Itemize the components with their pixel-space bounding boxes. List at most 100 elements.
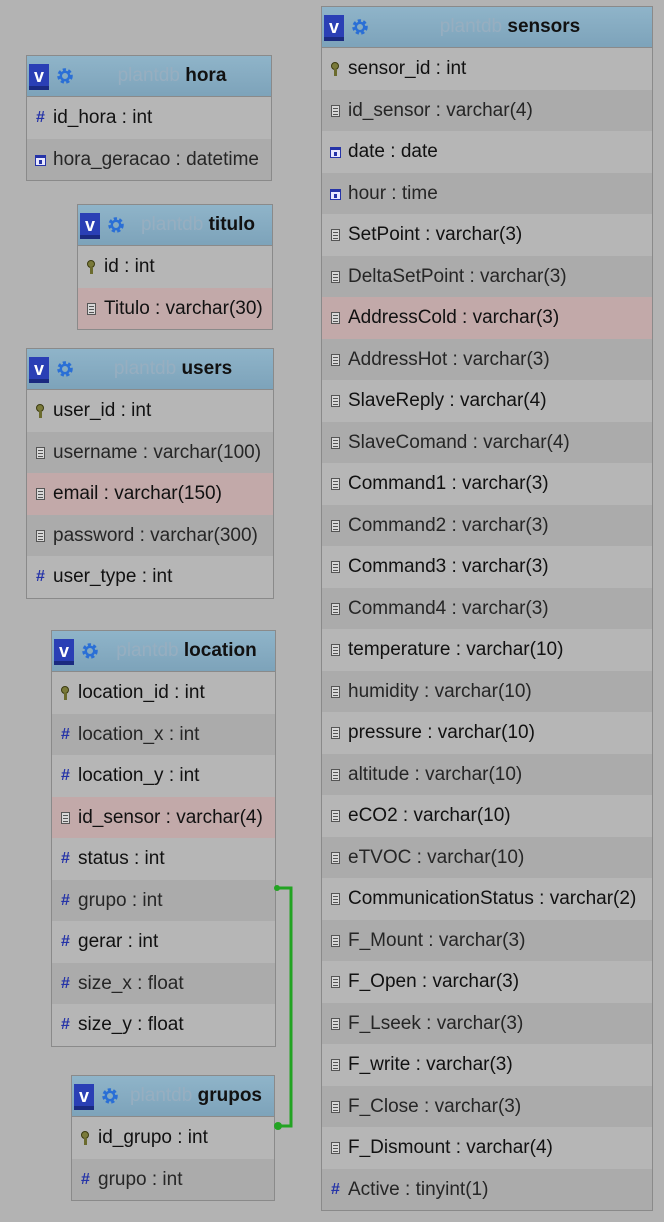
- column-row[interactable]: SlaveReply : varchar(4): [322, 380, 652, 422]
- column-row[interactable]: id_sensor : varchar(4): [52, 796, 275, 838]
- column-row[interactable]: date : date: [322, 131, 652, 173]
- column-row[interactable]: Command2 : varchar(3): [322, 504, 652, 546]
- column-row[interactable]: #gerar : int: [52, 921, 275, 963]
- column-row[interactable]: F_Open : varchar(3): [322, 961, 652, 1003]
- column-row[interactable]: CommunicationStatus : varchar(2): [322, 878, 652, 920]
- column-row[interactable]: pressure : varchar(10): [322, 712, 652, 754]
- gear-icon[interactable]: [55, 359, 75, 379]
- column-row[interactable]: id_sensor : varchar(4): [322, 89, 652, 131]
- database-name: plantdb: [140, 214, 204, 235]
- text-icon: [329, 519, 342, 533]
- text-icon: [329, 311, 342, 325]
- column-row[interactable]: #size_x : float: [52, 962, 275, 1004]
- column-row[interactable]: hora_geracao : datetime: [27, 138, 271, 180]
- text-icon: [329, 809, 342, 823]
- column-row[interactable]: F_Mount : varchar(3): [322, 919, 652, 961]
- column-label: gerar : int: [78, 931, 159, 952]
- column-row[interactable]: Command1 : varchar(3): [322, 463, 652, 505]
- column-row[interactable]: SetPoint : varchar(3): [322, 214, 652, 256]
- column-row[interactable]: Titulo : varchar(30): [78, 287, 272, 329]
- column-row[interactable]: #grupo : int: [52, 879, 275, 921]
- column-row[interactable]: F_Close : varchar(3): [322, 1085, 652, 1127]
- column-row[interactable]: #grupo : int: [72, 1158, 274, 1200]
- column-row[interactable]: #status : int: [52, 838, 275, 880]
- text-icon: [329, 353, 342, 367]
- column-row[interactable]: hour : time: [322, 172, 652, 214]
- column-row[interactable]: sensor_id : int: [322, 48, 652, 90]
- collapse-toggle-icon[interactable]: v: [74, 1084, 94, 1110]
- column-row[interactable]: Command4 : varchar(3): [322, 587, 652, 629]
- column-row[interactable]: AddressCold : varchar(3): [322, 297, 652, 339]
- column-row[interactable]: AddressHot : varchar(3): [322, 338, 652, 380]
- column-row[interactable]: #size_y : float: [52, 1004, 275, 1046]
- column-row[interactable]: F_Dismount : varchar(4): [322, 1127, 652, 1169]
- column-label: AddressHot : varchar(3): [348, 348, 550, 370]
- column-row[interactable]: eTVOC : varchar(10): [322, 836, 652, 878]
- column-row[interactable]: #id_hora : int: [27, 97, 271, 139]
- column-row[interactable]: #Active : tinyint(1): [322, 1168, 652, 1210]
- column-row[interactable]: altitude : varchar(10): [322, 753, 652, 795]
- column-row[interactable]: humidity : varchar(10): [322, 670, 652, 712]
- column-row[interactable]: id_grupo : int: [72, 1117, 274, 1159]
- column-label: eTVOC : varchar(10): [348, 846, 525, 868]
- text-icon: [34, 529, 47, 543]
- column-row[interactable]: Command3 : varchar(3): [322, 546, 652, 588]
- hash-icon: #: [61, 850, 70, 867]
- collapse-toggle-icon[interactable]: v: [54, 639, 74, 665]
- collapse-toggle-icon[interactable]: v: [29, 357, 49, 383]
- datetime-icon: [329, 187, 342, 201]
- gear-icon[interactable]: [80, 641, 100, 661]
- column-label: F_Lseek : varchar(3): [348, 1012, 524, 1034]
- column-row[interactable]: username : varchar(100): [27, 431, 273, 473]
- gear-icon[interactable]: [100, 1086, 120, 1106]
- column-label: sensor_id : int: [348, 58, 467, 79]
- table-header[interactable]: v plantdb grupos: [72, 1076, 274, 1117]
- column-row[interactable]: password : varchar(300): [27, 514, 273, 556]
- column-row[interactable]: F_write : varchar(3): [322, 1044, 652, 1086]
- column-label: id_hora : int: [53, 107, 153, 128]
- gear-icon[interactable]: [55, 66, 75, 86]
- text-icon: [329, 975, 342, 989]
- text-icon: [329, 394, 342, 408]
- column-label: location_x : int: [78, 723, 200, 745]
- text-icon: [329, 477, 342, 491]
- column-label: user_id : int: [53, 400, 152, 421]
- column-row[interactable]: eCO2 : varchar(10): [322, 795, 652, 837]
- text-icon: [329, 104, 342, 118]
- table-title: plantdb grupos: [122, 1076, 270, 1116]
- column-row[interactable]: #user_type : int: [27, 556, 273, 598]
- column-row[interactable]: DeltaSetPoint : varchar(3): [322, 255, 652, 297]
- gear-icon[interactable]: [106, 215, 126, 235]
- column-label: SlaveComand : varchar(4): [348, 431, 570, 453]
- column-row[interactable]: #location_y : int: [52, 755, 275, 797]
- gear-icon[interactable]: [350, 17, 370, 37]
- table-name: users: [181, 358, 233, 379]
- collapse-toggle-icon[interactable]: v: [29, 64, 49, 90]
- column-row[interactable]: user_id : int: [27, 390, 273, 432]
- text-icon: [85, 302, 98, 316]
- column-row[interactable]: temperature : varchar(10): [322, 629, 652, 671]
- collapse-toggle-icon[interactable]: v: [80, 213, 100, 239]
- datetime-icon: [34, 153, 47, 167]
- column-row[interactable]: id : int: [78, 246, 272, 288]
- column-row[interactable]: F_Lseek : varchar(3): [322, 1002, 652, 1044]
- column-row[interactable]: #location_x : int: [52, 713, 275, 755]
- column-row[interactable]: email : varchar(150): [27, 473, 273, 515]
- collapse-toggle-icon[interactable]: v: [324, 15, 344, 41]
- text-icon: [329, 1058, 342, 1072]
- column-row[interactable]: location_id : int: [52, 672, 275, 714]
- column-row[interactable]: SlaveComand : varchar(4): [322, 421, 652, 463]
- column-label: id_sensor : varchar(4): [78, 806, 263, 828]
